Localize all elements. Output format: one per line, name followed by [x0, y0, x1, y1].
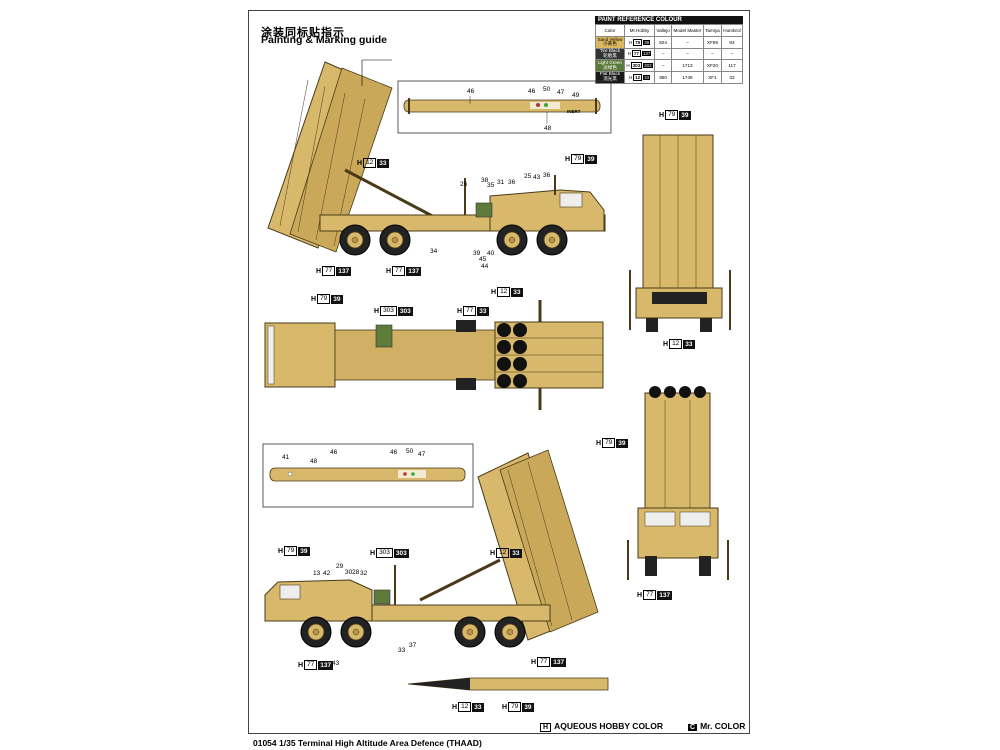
tamiya-code: XF20 [702, 59, 722, 72]
missile-side [407, 677, 609, 691]
callout-number: 29 [336, 563, 344, 570]
legend-c-mark: C [688, 724, 698, 731]
callout-number: 43 [332, 660, 340, 667]
side-view-bottom [264, 449, 599, 648]
callout-number: 47 [557, 89, 565, 96]
callout-number: 48 [310, 458, 318, 465]
callout-number: 39 [473, 250, 481, 257]
model-code: 1749 [671, 70, 704, 84]
callout-number: 45 [479, 256, 487, 263]
front-view [627, 386, 729, 580]
missile-detail-bottom [262, 443, 474, 508]
callout-number: 43 [533, 174, 541, 181]
callout-number: 40 [487, 250, 495, 257]
col-humbrol: Humbrol [720, 24, 744, 37]
callout-number: 49 [572, 92, 580, 99]
product-footer: 01054 1/35 Terminal High Altitude Area D… [253, 738, 482, 748]
callout-number: 32 [360, 570, 368, 577]
paint-reference-table: PAINT REFERENCE COLOUR Color Mr.Hobby Va… [595, 16, 744, 84]
callout-number: 31 [497, 179, 505, 186]
callout-number: 36 [508, 179, 516, 186]
tamiya-code: XF1 [702, 70, 722, 84]
callout-number: 46 [330, 449, 338, 456]
callout-number: 36 [543, 172, 551, 179]
callout-number: 26 [460, 181, 468, 188]
callout-number: 44 [481, 263, 489, 270]
col-mrhobby: Mr.Hobby [623, 24, 656, 37]
callout-number: 34 [430, 248, 438, 255]
callout-number: 25 [524, 173, 532, 180]
humbrol-code: 33 [720, 70, 744, 84]
col-vallejo: Vallejo [654, 24, 673, 37]
callout-number: 50 [406, 448, 414, 455]
rear-view [629, 134, 731, 332]
callout-number: 33 [398, 647, 406, 654]
col-modelmaster: Model Master [671, 24, 704, 37]
inert-marking: INERT [567, 109, 581, 114]
legend-h-mark: H [540, 723, 552, 732]
callout-number: 42 [323, 570, 331, 577]
callout-number: 46 [390, 449, 398, 456]
callout-number: 47 [418, 451, 426, 458]
paint-table-title: PAINT REFERENCE COLOUR [595, 16, 743, 24]
title-english: Painting & Marking guide [261, 34, 388, 46]
vallejo-code: 950 [654, 70, 673, 84]
missile-detail-top: INERT [397, 80, 612, 134]
callout-number: 37 [409, 642, 417, 649]
callout-number: 48 [544, 125, 552, 132]
callout-number: 41 [282, 454, 290, 461]
callout-number: 28 [352, 569, 360, 576]
title-chinese: 涂装同标贴指示 [261, 27, 345, 39]
page-frame [248, 10, 750, 734]
callout-number: 50 [543, 86, 551, 93]
side-view-raised [267, 59, 606, 256]
paint-table-grid: Color Mr.Hobby Vallejo Model Master Tami… [595, 24, 744, 84]
callout-number: 35 [487, 182, 495, 189]
callout-number: 38 [481, 177, 489, 184]
callout-number: 30 [345, 569, 353, 576]
col-tamiya: Tamiya [702, 24, 722, 37]
top-view [264, 300, 604, 410]
callout-number: 13 [313, 570, 321, 577]
tamiya-code: XF59 [702, 36, 722, 49]
callout-number: 46 [528, 88, 536, 95]
callout-number: 46 [467, 88, 475, 95]
col-color: Color [595, 24, 625, 37]
